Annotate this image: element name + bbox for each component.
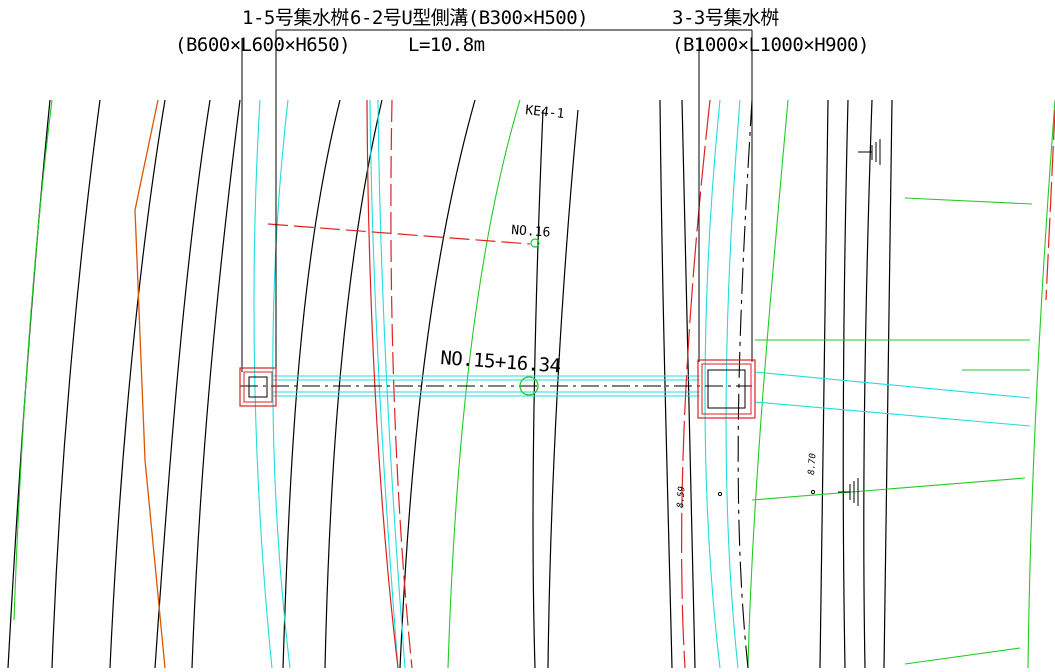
label-elev-right: 8.70	[807, 453, 818, 475]
contour-lines	[7, 99, 893, 669]
station-marker-main	[519, 376, 539, 396]
label-structure-a: 1-5号集水桝	[242, 7, 349, 29]
label-structure-c: 3-3号集水桝	[672, 7, 779, 29]
label-dims-a: (B600×L600×H650)	[175, 34, 350, 56]
label-benchmark: KE4-1	[525, 103, 565, 122]
orange-line	[134, 99, 166, 669]
label-length-b: L=10.8m	[408, 34, 485, 56]
cyan-lines	[253, 99, 1031, 669]
post-symbols	[717, 139, 881, 506]
green-lines	[13, 99, 1055, 669]
leader-lines	[241, 29, 753, 372]
label-station-16: NO.16	[511, 223, 551, 241]
red-lines	[267, 99, 1055, 669]
catch-basin-left	[239, 367, 277, 407]
label-station-main: NO.15+16.34	[440, 347, 562, 377]
label-dims-c: (B1000×L1000×H900)	[672, 34, 869, 56]
centerlines	[240, 99, 753, 669]
station-marker-16	[530, 238, 540, 248]
catch-basin-right	[697, 359, 756, 419]
label-structure-b: 6-2号U型側溝(B300×H500)	[350, 7, 588, 29]
label-elev-left: 8.59	[676, 486, 687, 508]
